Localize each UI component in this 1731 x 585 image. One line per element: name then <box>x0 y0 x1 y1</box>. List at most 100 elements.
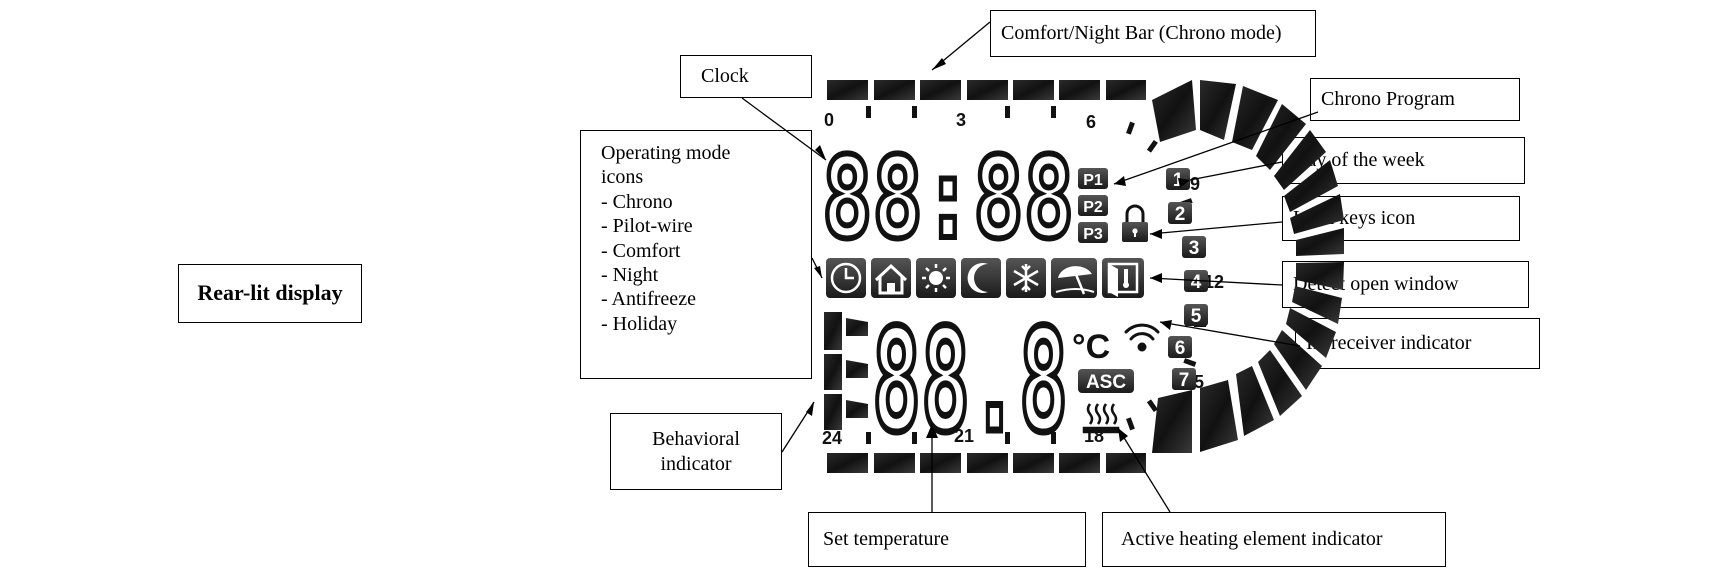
day-of-week-indicators: 1 2 3 4 5 6 7 <box>1166 168 1208 391</box>
program-p3-box <box>1078 222 1108 243</box>
bar-segment <box>1200 380 1238 452</box>
day-box <box>1172 368 1196 390</box>
set-temperature-label: Set temperature <box>823 528 950 551</box>
bar-segment <box>1106 80 1146 100</box>
ir-receiver-label: IR receiver indicator <box>1306 332 1472 355</box>
moon-icon <box>961 258 1001 298</box>
wifi-icon <box>1124 323 1160 352</box>
bar-segment <box>1284 160 1338 212</box>
ir-receiver-callout: IR receiver indicator <box>1295 318 1540 369</box>
bar-segment <box>1059 80 1100 100</box>
set-temperature-digits: 88.8 <box>872 299 1068 464</box>
bar-segment <box>1152 80 1196 142</box>
op-line: - Holiday <box>601 312 678 335</box>
bar-segment <box>1200 80 1236 140</box>
behavioral-line-2: indicator <box>660 452 732 475</box>
chrono-program-indicators: P1 P2 P3 <box>1078 168 1108 243</box>
title-label: Rear-lit display <box>197 280 343 306</box>
day-box <box>1168 336 1192 358</box>
day-label: 2 <box>1175 204 1186 225</box>
comfort-bar-callout: Comfort/Night Bar (Chrono mode) <box>990 10 1316 57</box>
hour-label: 9 <box>1190 174 1200 194</box>
chrono-program-label: Chrono Program <box>1321 88 1455 111</box>
program-label: P2 <box>1083 199 1103 216</box>
behavioral-arrow <box>846 360 868 378</box>
snowflake-icon <box>1006 258 1046 298</box>
comfort-night-bar-curved <box>1152 80 1344 453</box>
behavioral-segment <box>824 354 842 390</box>
program-label: P1 <box>1083 172 1103 189</box>
bar-segment <box>1013 80 1054 100</box>
op-line: - Pilot-wire <box>601 215 693 238</box>
heating-element-label: Active heating element indicator <box>1121 528 1383 551</box>
set-temperature-callout: Set temperature <box>808 512 1086 567</box>
program-p2-box <box>1078 195 1108 216</box>
day-label: 7 <box>1179 370 1190 391</box>
day-box <box>1184 304 1208 326</box>
op-line: - Comfort <box>601 239 681 262</box>
asc-label: ASC <box>1086 372 1126 393</box>
bar-segment <box>1232 86 1278 150</box>
comfort-night-bar-bottom <box>827 453 1146 473</box>
hour-label: 21 <box>954 426 974 446</box>
behavioral-segment <box>824 312 842 350</box>
bar-segment <box>967 453 1008 473</box>
hour-label: 3 <box>956 110 966 130</box>
operating-mode-callout: Operating mode icons - Chrono - Pilot-wi… <box>580 130 812 379</box>
clock-digits: 88:88 <box>822 134 1074 264</box>
asc-box <box>1078 369 1134 393</box>
bar-segment <box>827 80 868 100</box>
bar-segment <box>1258 350 1302 416</box>
operating-mode-icons <box>826 258 1144 298</box>
chrono-program-callout: Chrono Program <box>1310 78 1520 121</box>
day-label: 6 <box>1175 338 1186 359</box>
bar-segment <box>920 453 961 473</box>
bar-segment <box>1286 308 1336 358</box>
program-p1-box <box>1078 168 1108 189</box>
bar-segment <box>1292 286 1342 324</box>
program-label: P3 <box>1083 226 1103 243</box>
behavioral-arrow <box>846 318 868 336</box>
clock-icon <box>826 258 866 298</box>
op-line: - Chrono <box>601 190 673 213</box>
op-line: icons <box>601 166 644 189</box>
op-line: - Antifreeze <box>601 288 696 311</box>
clock-callout-label: Clock <box>701 65 749 88</box>
day-box <box>1182 236 1206 258</box>
bar-segment <box>1059 453 1100 473</box>
sun-icon <box>916 258 956 298</box>
bar-segment <box>1152 390 1192 453</box>
day-label: 5 <box>1191 306 1202 327</box>
op-line: - Night <box>601 263 659 286</box>
heating-element-icon <box>1082 403 1120 434</box>
leader-arrowheads <box>806 58 1190 442</box>
comfort-night-bar-top <box>827 80 1146 100</box>
behavioral-arrow <box>846 400 868 418</box>
title-box: Rear-lit display <box>178 264 362 323</box>
hour-label: 0 <box>824 110 834 130</box>
day-label: 3 <box>1189 238 1200 259</box>
bar-segment <box>1296 228 1344 256</box>
beach-umbrella-icon <box>1051 258 1097 298</box>
comfort-bar-callout-label: Comfort/Night Bar (Chrono mode) <box>1001 22 1282 45</box>
bar-segment <box>874 453 915 473</box>
bar-segment <box>1274 130 1326 190</box>
clock-callout: Clock <box>680 55 812 98</box>
bar-segment <box>1296 262 1344 290</box>
celsius-unit: °C <box>1072 328 1110 366</box>
bar-segment <box>827 453 868 473</box>
hour-label: 24 <box>822 428 842 448</box>
bar-segment <box>1236 366 1274 436</box>
behavioral-indicator <box>824 312 868 430</box>
house-icon <box>871 258 911 298</box>
day-label: 1 <box>1173 170 1184 191</box>
padlock-icon <box>1122 204 1148 242</box>
op-line: Operating mode <box>601 142 731 164</box>
behavioral-segment <box>824 394 842 430</box>
bar-segment <box>920 80 961 100</box>
open-window-icon <box>1102 258 1144 298</box>
bar-segment <box>967 80 1008 100</box>
hour-label: 6 <box>1086 112 1096 132</box>
day-label: 4 <box>1191 272 1202 293</box>
